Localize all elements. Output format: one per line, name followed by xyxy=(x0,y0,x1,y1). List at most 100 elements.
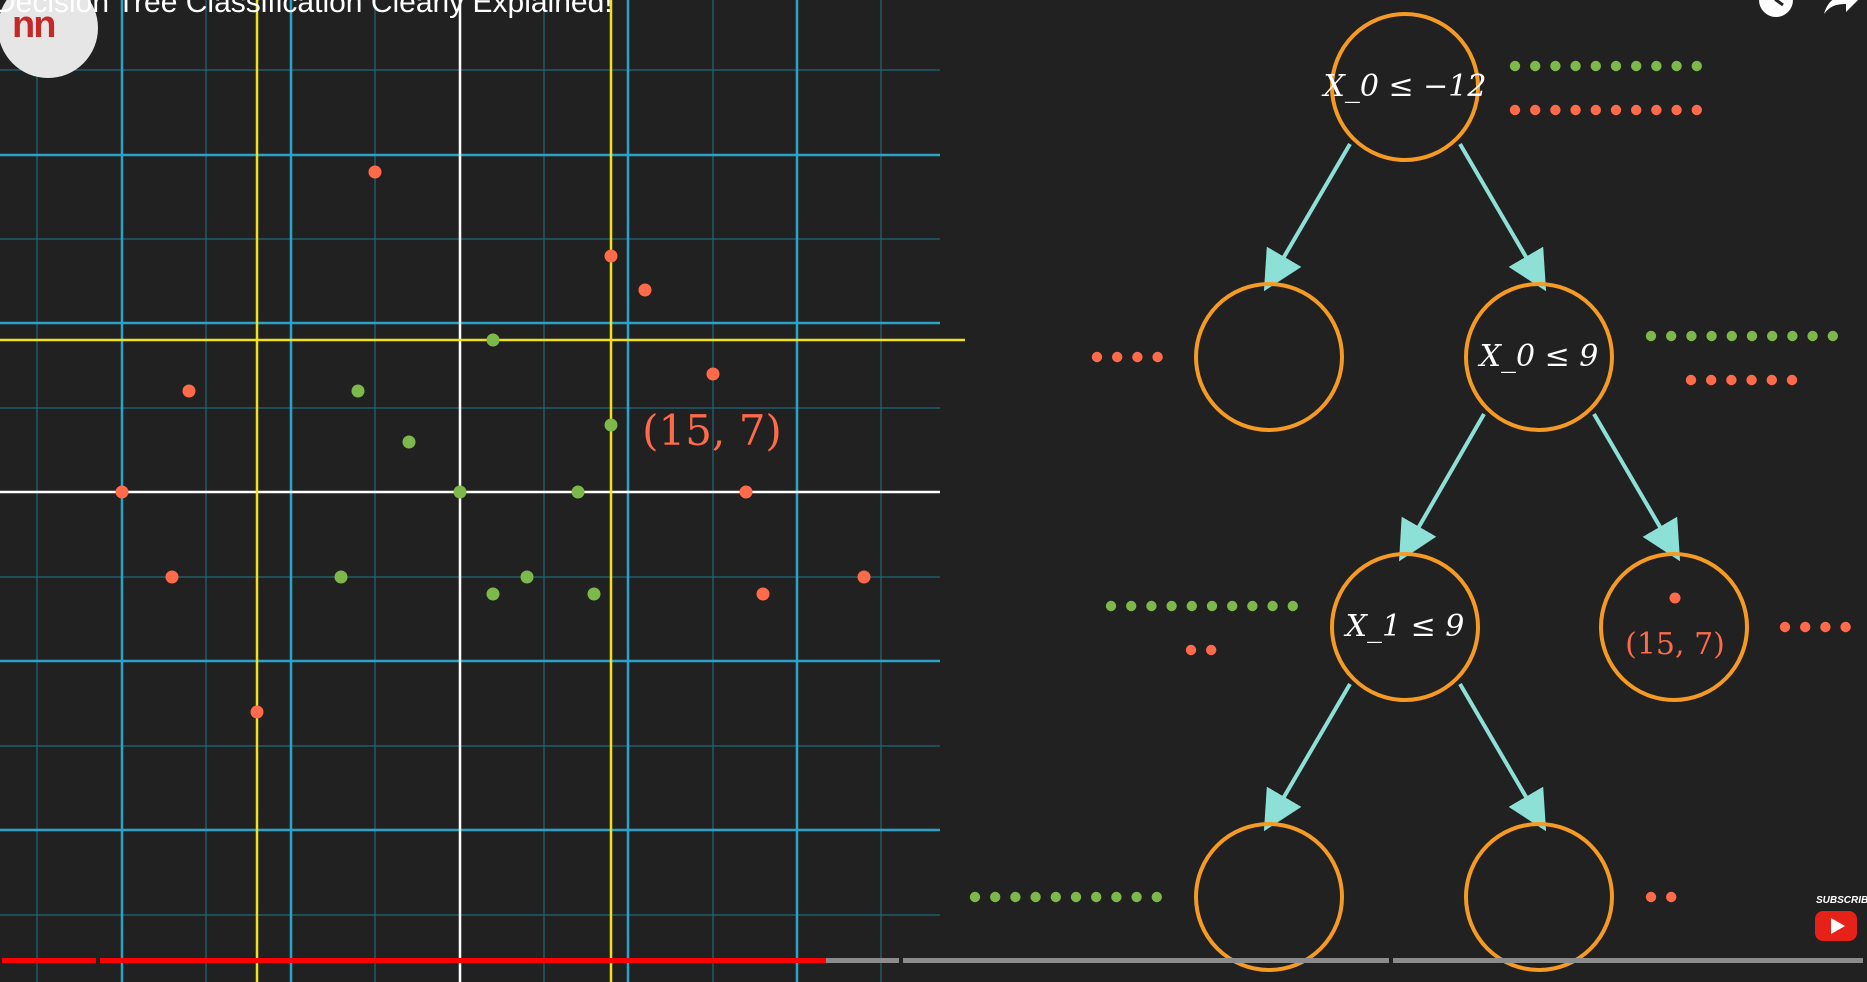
sample-dot xyxy=(1070,891,1082,903)
sample-dot xyxy=(1091,891,1102,903)
subscribe-button[interactable]: SUBSCRIBE xyxy=(1812,895,1867,945)
data-point xyxy=(604,249,618,263)
data-point xyxy=(520,570,534,584)
sample-dot xyxy=(1105,600,1117,612)
data-point xyxy=(115,485,129,499)
sample-dot xyxy=(1247,600,1258,612)
sample-dot xyxy=(990,891,1001,903)
leaf-point-marker xyxy=(1669,592,1681,604)
data-point xyxy=(250,705,264,719)
sample-dot xyxy=(1671,60,1682,72)
share-icon[interactable] xyxy=(1818,0,1862,22)
data-point xyxy=(486,333,500,347)
sample-dot xyxy=(1570,104,1581,116)
leaf-point-label: (15, 7) xyxy=(1625,627,1725,662)
data-point xyxy=(334,570,348,584)
sample-dot xyxy=(1691,104,1703,116)
video-title[interactable]: Decision Tree Classification Clearly Exp… xyxy=(0,0,613,19)
tree-nodes xyxy=(1194,12,1749,972)
sample-dot xyxy=(1706,330,1717,342)
node-bottom-left-leaf xyxy=(1194,822,1344,972)
clock-icon[interactable] xyxy=(1754,0,1798,22)
sample-dot xyxy=(1631,104,1642,116)
sample-dot xyxy=(1132,351,1143,363)
data-point xyxy=(453,485,467,499)
right-green-dots xyxy=(1645,330,1839,342)
sample-dot xyxy=(1146,600,1157,612)
sample-dot xyxy=(1666,891,1677,903)
data-point xyxy=(402,435,416,449)
mid-green-dots xyxy=(1105,600,1299,612)
data-point xyxy=(857,570,871,584)
sample-dot xyxy=(1509,104,1521,116)
axes xyxy=(0,0,940,982)
sample-dot xyxy=(1820,621,1831,633)
edge-mid-right xyxy=(1458,682,1547,832)
sample-dot xyxy=(1550,60,1561,72)
grid-minor-horizontal xyxy=(0,69,940,916)
sample-dot xyxy=(1010,891,1021,903)
root-label: X_0 ≤ −12 xyxy=(1322,69,1487,104)
sample-dot xyxy=(1267,600,1278,612)
sample-dot xyxy=(1686,330,1697,342)
sample-dot xyxy=(1726,330,1738,342)
sample-dot xyxy=(1186,600,1198,612)
chapter-segment[interactable] xyxy=(1393,958,1863,963)
sample-dot xyxy=(1631,60,1642,72)
chapter-segment[interactable] xyxy=(2,958,96,963)
data-point xyxy=(587,587,601,601)
data-point xyxy=(571,485,585,499)
sample-dot xyxy=(1030,891,1041,903)
sample-dot xyxy=(1651,60,1662,72)
chapter-segment[interactable] xyxy=(903,958,1389,963)
red-points xyxy=(115,165,871,719)
sample-dot xyxy=(1152,351,1163,363)
played-fill xyxy=(100,958,827,963)
sample-dot xyxy=(1111,891,1122,903)
root-green-dots xyxy=(1509,60,1703,72)
green-points xyxy=(334,333,618,601)
channel-logo-icon: nn xyxy=(12,4,56,46)
sample-dot xyxy=(1610,104,1622,116)
sample-dot xyxy=(1767,330,1778,342)
grid-major-horizontal xyxy=(0,153,940,832)
root-red-dots xyxy=(1509,104,1703,116)
sample-dot xyxy=(1050,891,1062,903)
sample-dot xyxy=(1509,60,1521,72)
sample-dot xyxy=(1840,621,1851,633)
sample-dot xyxy=(1766,374,1778,386)
progress-bar[interactable] xyxy=(0,956,1867,964)
sample-dot xyxy=(1645,330,1657,342)
sample-dot xyxy=(1131,891,1142,903)
data-point xyxy=(165,570,179,584)
sample-dot xyxy=(1570,60,1581,72)
data-point xyxy=(182,384,196,398)
chapter-segment[interactable] xyxy=(100,958,899,963)
sample-dot xyxy=(1746,330,1758,342)
edge-root-left xyxy=(1263,142,1352,292)
youtube-play-icon xyxy=(1815,911,1857,941)
data-point xyxy=(604,418,618,432)
sample-dot xyxy=(1185,644,1197,656)
right-red-dots xyxy=(1685,374,1798,386)
sample-dot xyxy=(1645,891,1657,903)
sample-dot xyxy=(969,891,981,903)
data-point xyxy=(739,485,753,499)
decision-tree: X_0 ≤ −12 X_0 ≤ 9 X_1 ≤ 9 (15, 7) xyxy=(969,12,1851,972)
edge-right-right xyxy=(1592,412,1681,562)
sample-dot xyxy=(1685,374,1697,386)
data-point xyxy=(638,283,652,297)
edge-right-left xyxy=(1399,413,1486,562)
data-point xyxy=(368,165,382,179)
left-leaf-red-dots xyxy=(1091,351,1163,363)
node-labels: X_0 ≤ −12 X_0 ≤ 9 X_1 ≤ 9 xyxy=(1322,69,1599,644)
sample-dot xyxy=(1166,600,1177,612)
sample-dot xyxy=(1827,330,1839,342)
sample-dot xyxy=(1691,60,1703,72)
sample-dot xyxy=(1779,621,1791,633)
point-annotation: (15, 7) xyxy=(642,406,782,455)
sample-dot xyxy=(1590,60,1602,72)
edge-root-right xyxy=(1458,142,1547,292)
sample-dot xyxy=(1091,351,1103,363)
